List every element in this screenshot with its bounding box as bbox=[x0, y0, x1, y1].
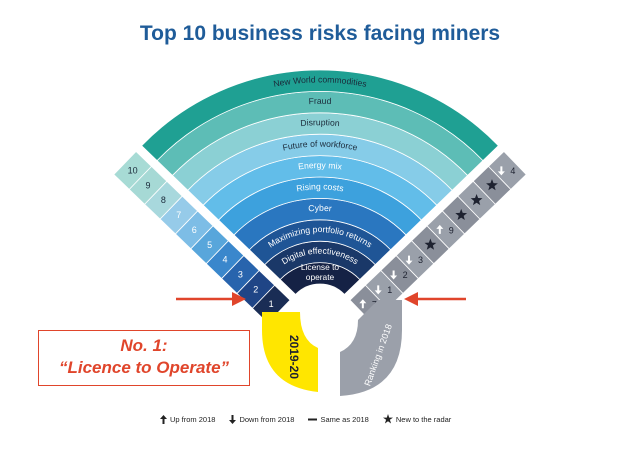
ranking-hook bbox=[340, 300, 402, 396]
rank-number-7: 7 bbox=[176, 210, 181, 220]
legend-item-same: Same as 2018 bbox=[308, 414, 369, 424]
rank-number-3: 3 bbox=[238, 269, 243, 279]
risk-band-10 bbox=[141, 69, 499, 162]
star-icon bbox=[455, 208, 468, 221]
legend-same-label: Same as 2018 bbox=[320, 414, 369, 424]
arrow-down-icon bbox=[229, 414, 237, 424]
rank-cell-10 bbox=[113, 150, 153, 190]
legend: Up from 2018 Down from 2018 Same as 2018… bbox=[160, 414, 490, 424]
arrow-up-icon bbox=[160, 414, 167, 424]
arrow-down-icon bbox=[405, 255, 413, 265]
ranking-2018-value-3: 2 bbox=[403, 270, 408, 280]
risk-bands bbox=[141, 69, 499, 295]
rank-number-5: 5 bbox=[207, 240, 212, 250]
risk-label-9: Fraud bbox=[308, 96, 331, 106]
pointer-arrows bbox=[176, 292, 466, 306]
callout-line-2: “Licence to Operate” bbox=[58, 358, 230, 377]
ranking-2018-value-2: 1 bbox=[387, 285, 392, 295]
arrow-down-icon bbox=[390, 270, 398, 280]
arrow-down-icon bbox=[497, 166, 505, 176]
year-label: 2019-20 bbox=[287, 335, 301, 379]
left-arrow-head bbox=[232, 292, 246, 306]
year-hook bbox=[262, 312, 318, 392]
risk-label-6: Energy mix bbox=[298, 160, 344, 172]
star-icon bbox=[424, 238, 437, 250]
star-icon bbox=[382, 414, 393, 424]
callout-box: No. 1: “Licence to Operate” bbox=[38, 330, 250, 386]
dash-icon bbox=[308, 418, 318, 420]
callout-line-1: No. 1: bbox=[120, 336, 168, 355]
arrow-down-icon bbox=[374, 285, 382, 295]
ranking-2018-value-6: 9 bbox=[449, 225, 454, 235]
ranking-2018-value-10: 4 bbox=[510, 166, 515, 176]
ranking-2018-cell-10 bbox=[487, 150, 527, 190]
rank-number-1: 1 bbox=[269, 299, 274, 309]
rank-number-8: 8 bbox=[161, 195, 166, 205]
rank-number-4: 4 bbox=[222, 255, 227, 265]
risk-label-4: Cyber bbox=[308, 203, 332, 214]
rank-number-9: 9 bbox=[146, 180, 151, 190]
rank-number-6: 6 bbox=[192, 225, 197, 235]
risk-label-10: New World commodities bbox=[273, 74, 368, 88]
legend-new-label: New to the radar bbox=[395, 414, 452, 424]
legend-down-label: Down from 2018 bbox=[239, 414, 295, 424]
risk-label-5: Rising costs bbox=[296, 181, 345, 193]
rank-number-2: 2 bbox=[253, 284, 258, 294]
legend-item-up: Up from 2018 bbox=[160, 414, 215, 424]
rank-number-10: 10 bbox=[128, 165, 138, 175]
risk-label-8: Disruption bbox=[300, 117, 340, 128]
legend-item-down: Down from 2018 bbox=[229, 414, 294, 424]
risk-label-7: Future of workforce bbox=[282, 139, 359, 153]
star-icon bbox=[470, 193, 483, 206]
star-icon bbox=[486, 179, 498, 191]
ranking-2018-value-4: 3 bbox=[418, 255, 423, 265]
legend-up-label: Up from 2018 bbox=[170, 414, 216, 424]
arrow-up-icon bbox=[359, 299, 367, 309]
page-title: Top 10 business risks facing miners bbox=[139, 22, 501, 45]
legend-item-new: New to the radar bbox=[382, 414, 452, 424]
arrow-up-icon bbox=[436, 224, 444, 234]
right-arrow-head bbox=[404, 292, 418, 306]
